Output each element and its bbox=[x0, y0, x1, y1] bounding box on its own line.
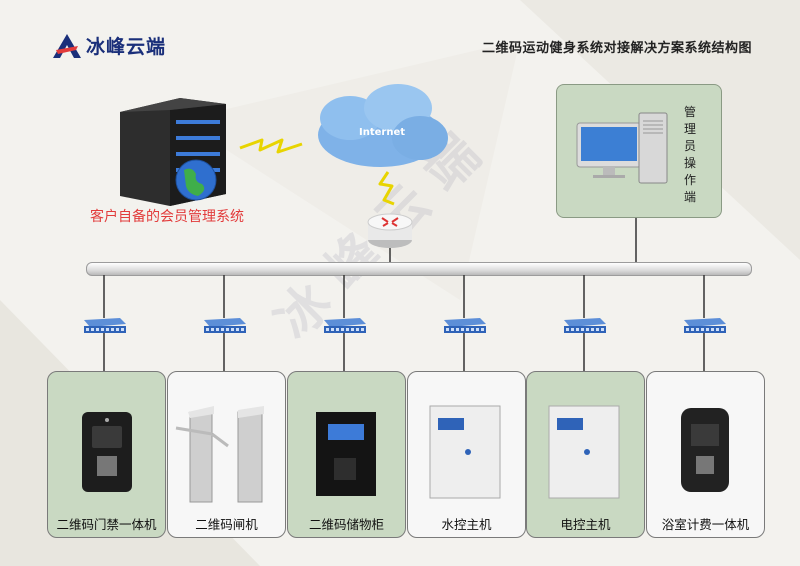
network-switch-icon bbox=[324, 318, 366, 333]
device-icon bbox=[681, 408, 729, 492]
globe-icon bbox=[175, 159, 217, 201]
network-switch-icon bbox=[204, 318, 246, 333]
router-icon bbox=[367, 213, 413, 248]
device-card: 二维码门禁一体机 bbox=[47, 371, 166, 538]
device-label: 二维码储物柜 bbox=[308, 517, 384, 532]
wireless-link-icon bbox=[378, 171, 395, 206]
admin-terminal-panel bbox=[556, 84, 722, 218]
device-label: 浴室计费一体机 bbox=[661, 517, 750, 532]
wireless-link-icon bbox=[239, 138, 303, 154]
logo-text: 冰峰云端 bbox=[86, 36, 167, 58]
device-card: 浴室计费一体机 bbox=[646, 371, 765, 538]
device-label: 二维码闸机 bbox=[195, 517, 258, 532]
device-label: 二维码门禁一体机 bbox=[56, 517, 157, 532]
device-card: 二维码储物柜 bbox=[287, 371, 406, 538]
device-card: 二维码闸机 bbox=[167, 371, 286, 538]
network-switch-icon bbox=[84, 318, 126, 333]
server-label: 客户自备的会员管理系统 bbox=[90, 209, 244, 225]
device-card: 电控主机 bbox=[526, 371, 645, 538]
device-label: 电控主机 bbox=[560, 517, 611, 532]
computer-icon bbox=[576, 112, 668, 184]
cloud-icon bbox=[318, 84, 448, 167]
brand-logo: 冰峰云端 bbox=[52, 32, 166, 59]
device-icon bbox=[82, 412, 132, 492]
network-switch-icon bbox=[684, 318, 726, 333]
device-icon bbox=[548, 405, 620, 499]
network-switch-icon bbox=[444, 318, 486, 333]
network-bus bbox=[86, 262, 752, 276]
device-card: 水控主机 bbox=[407, 371, 526, 538]
device-label: 水控主机 bbox=[441, 517, 492, 532]
device-icon bbox=[175, 406, 264, 503]
logo-mark-icon bbox=[53, 33, 81, 58]
page-title: 二维码运动健身系统对接解决方案系统结构图 bbox=[481, 41, 752, 56]
device-icon bbox=[316, 412, 376, 496]
network-switch-icon bbox=[564, 318, 606, 333]
admin-label: 管理员操作端 bbox=[684, 105, 697, 204]
device-icon bbox=[429, 405, 501, 499]
